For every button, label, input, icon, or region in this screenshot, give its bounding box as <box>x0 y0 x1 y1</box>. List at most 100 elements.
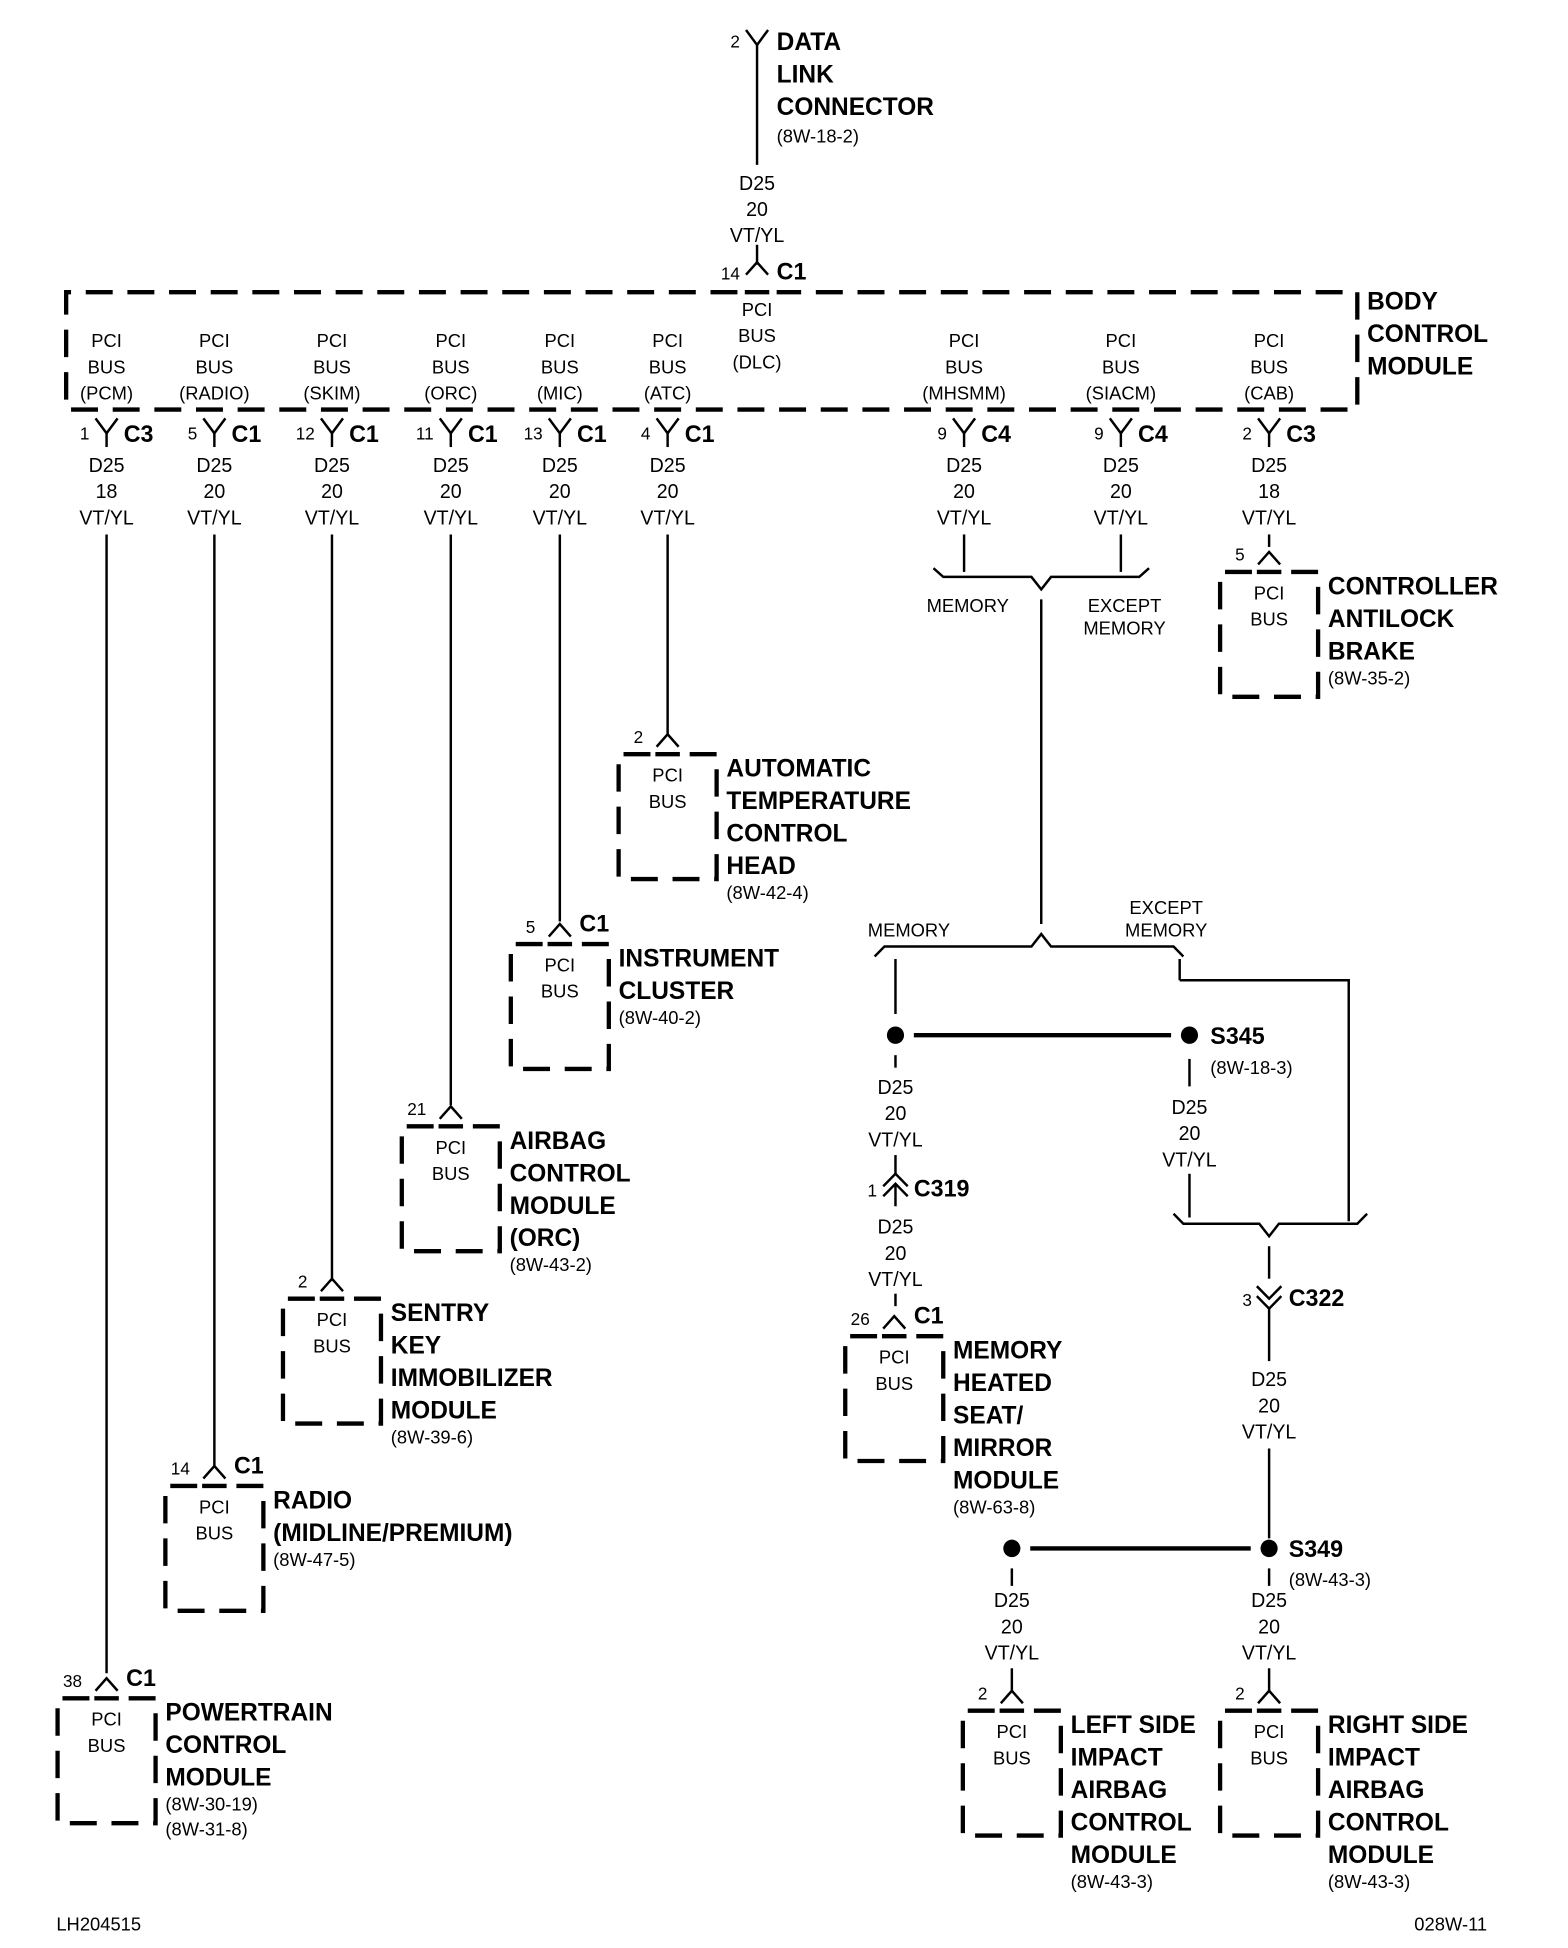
bcm-port-connector-name: C3 <box>1286 421 1316 447</box>
s345-splice-dot <box>1180 1026 1199 1044</box>
module-pcm-pin-number: 38 <box>63 1671 82 1691</box>
wire-circuit-label: D25 <box>1251 1369 1287 1391</box>
module-pcm-connector-name: C1 <box>126 1665 156 1691</box>
module-mhsmm-pin-number: 26 <box>851 1309 870 1329</box>
module-rsiacm-pin-number: 2 <box>1235 1683 1245 1703</box>
module-mic-connector-icon <box>547 922 572 938</box>
module-lsiacm-name: AIRBAG <box>1071 1777 1168 1804</box>
c322-name: C322 <box>1289 1285 1345 1311</box>
bcm-port-connector-name: C3 <box>124 421 154 447</box>
wire-color-label: VT/YL <box>937 507 991 529</box>
module-radio-name: RADIO <box>273 1487 352 1514</box>
wire-color-label: VT/YL <box>1242 1642 1296 1664</box>
bcm-port-connector-icon <box>547 417 572 436</box>
module-atc-connector-icon <box>655 732 680 748</box>
wire-color-label: VT/YL <box>1162 1149 1216 1171</box>
module-atc-ref: (8W-42-4) <box>726 882 808 903</box>
wire-gauge-label: 20 <box>1179 1123 1201 1145</box>
module-lsiacm-name: CONTROL <box>1071 1809 1192 1836</box>
module-pcm-ref: (8W-31-8) <box>165 1818 247 1839</box>
bcm-port-connector-icon <box>952 417 977 436</box>
module-mic-connector-name: C1 <box>579 910 609 936</box>
module-orc-port-label: BUS <box>432 1163 470 1184</box>
module-atc-outline <box>616 752 719 882</box>
bcm-port-pin-number: 1 <box>80 423 90 443</box>
dlc-name: LINK <box>777 61 834 88</box>
module-pcm-connector-icon <box>94 1676 119 1692</box>
bcm-port-connector-name: C4 <box>1138 421 1168 447</box>
module-lsiacm-outline <box>960 1708 1063 1838</box>
wire-circuit-label: D25 <box>1251 1590 1287 1612</box>
option-except-label: EXCEPT <box>1088 595 1162 616</box>
bcm-port-connector-icon <box>319 417 344 436</box>
wire-color-label: VT/YL <box>187 507 241 529</box>
bcm-port-connector-icon <box>94 417 119 436</box>
wire-circuit-label: D25 <box>878 1217 914 1239</box>
module-orc-name: CONTROL <box>510 1160 631 1187</box>
bcm-name: CONTROL <box>1367 321 1488 348</box>
bcm-port-label: (MIC) <box>537 382 583 403</box>
module-rsiacm-port-label: PCI <box>1254 1721 1285 1742</box>
module-atc-port-label: PCI <box>652 765 683 786</box>
module-mhsmm-port-label: PCI <box>879 1346 910 1367</box>
module-pcm-ref: (8W-30-19) <box>165 1793 258 1814</box>
splice-dot <box>1003 1539 1021 1558</box>
bcm-port-connector-name: C1 <box>685 421 715 447</box>
bcm-port-pin-number: 5 <box>188 423 198 443</box>
bcm-port-pin-number: 4 <box>641 423 651 443</box>
bcm-port-connector-name: C4 <box>981 421 1011 447</box>
option-except-label: MEMORY <box>1083 617 1165 638</box>
wire-color-label: VT/YL <box>533 507 587 529</box>
module-rsiacm-ref: (8W-43-3) <box>1328 1871 1410 1892</box>
module-skim-port-label: BUS <box>313 1335 351 1356</box>
bcm-port-pin-number: 2 <box>1242 423 1252 443</box>
module-rsiacm-name: MODULE <box>1328 1842 1434 1869</box>
wire-circuit-label: D25 <box>1172 1097 1208 1119</box>
wire-color-label: VT/YL <box>1242 1421 1296 1443</box>
module-atc-name: TEMPERATURE <box>726 788 911 815</box>
wire-circuit-label: D25 <box>542 455 578 477</box>
bcm-port-label: BUS <box>1250 356 1288 377</box>
module-skim-connector-icon <box>320 1276 344 1293</box>
module-pcm-outline <box>55 1696 158 1826</box>
dlc-pin-number: 2 <box>730 31 740 51</box>
module-skim-pin-number: 2 <box>298 1271 308 1291</box>
wire-gauge-label: 20 <box>953 481 975 503</box>
module-skim-name: SENTRY <box>391 1300 490 1327</box>
wire-circuit-label: D25 <box>1103 455 1139 477</box>
bcm-port-connector-icon <box>1257 417 1282 436</box>
bcm-port-connector-name: C1 <box>577 421 607 447</box>
splice-dot <box>886 1026 905 1044</box>
bcm-port-connector-icon <box>655 417 680 436</box>
bcm-dlc-connector-name: C1 <box>777 259 807 285</box>
module-radio-connector-name: C1 <box>234 1452 264 1478</box>
module-mic-pin-number: 5 <box>526 917 536 937</box>
bcm-port-label: BUS <box>88 356 126 377</box>
option-except-label: EXCEPT <box>1129 897 1203 918</box>
bcm-name: BODY <box>1367 288 1438 315</box>
module-mhsmm-name: SEAT/ <box>953 1402 1023 1429</box>
wire-color-label: VT/YL <box>868 1129 922 1151</box>
bcm-dlc-port-label: PCI <box>742 299 773 320</box>
c319-name: C319 <box>914 1175 970 1201</box>
wire-color-label: VT/YL <box>868 1269 922 1291</box>
module-lsiacm-name: IMPACT <box>1071 1744 1163 1771</box>
wire-circuit-label: D25 <box>314 455 350 477</box>
module-abs-connector-icon <box>1257 550 1282 566</box>
module-atc-name: AUTOMATIC <box>726 756 871 783</box>
module-abs-ref: (8W-35-2) <box>1328 667 1410 688</box>
bcm-port-label: PCI <box>1106 330 1137 351</box>
wire-circuit-label: D25 <box>433 455 469 477</box>
bcm-port-connector-icon <box>202 417 227 436</box>
bcm-port-label: PCI <box>652 330 683 351</box>
module-abs-port-label: BUS <box>1250 608 1288 629</box>
module-skim-name: KEY <box>391 1332 442 1359</box>
bcm-port-label: PCI <box>91 330 122 351</box>
wire-color-label: VT/YL <box>305 507 359 529</box>
bcm-port-label: BUS <box>313 356 351 377</box>
module-pcm-name: MODULE <box>165 1764 271 1791</box>
module-mhsmm-name: MIRROR <box>953 1435 1052 1462</box>
module-mhsmm-connector-name: C1 <box>914 1302 944 1328</box>
